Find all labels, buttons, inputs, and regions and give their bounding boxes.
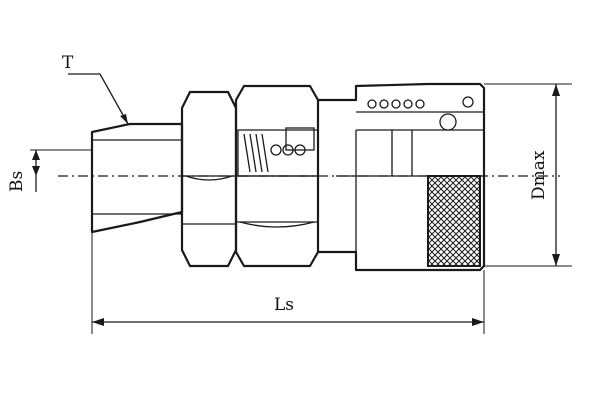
diameter-dimension — [484, 83, 572, 267]
locking-ball — [439, 113, 457, 131]
detent-springs — [367, 99, 425, 109]
thread-callout — [68, 73, 129, 125]
length-dimension — [91, 232, 485, 334]
knurled-grip — [427, 175, 481, 267]
diameter-label: Dmax — [529, 150, 549, 200]
bore-dimension — [30, 149, 92, 192]
bore-label: Bs — [7, 171, 27, 192]
inner-spring — [243, 133, 306, 173]
length-label: Ls — [274, 295, 294, 315]
thread-label: T — [62, 53, 74, 73]
sleeve-body — [316, 82, 486, 272]
hose-tail — [90, 122, 184, 234]
hex-nut-front — [180, 90, 238, 268]
